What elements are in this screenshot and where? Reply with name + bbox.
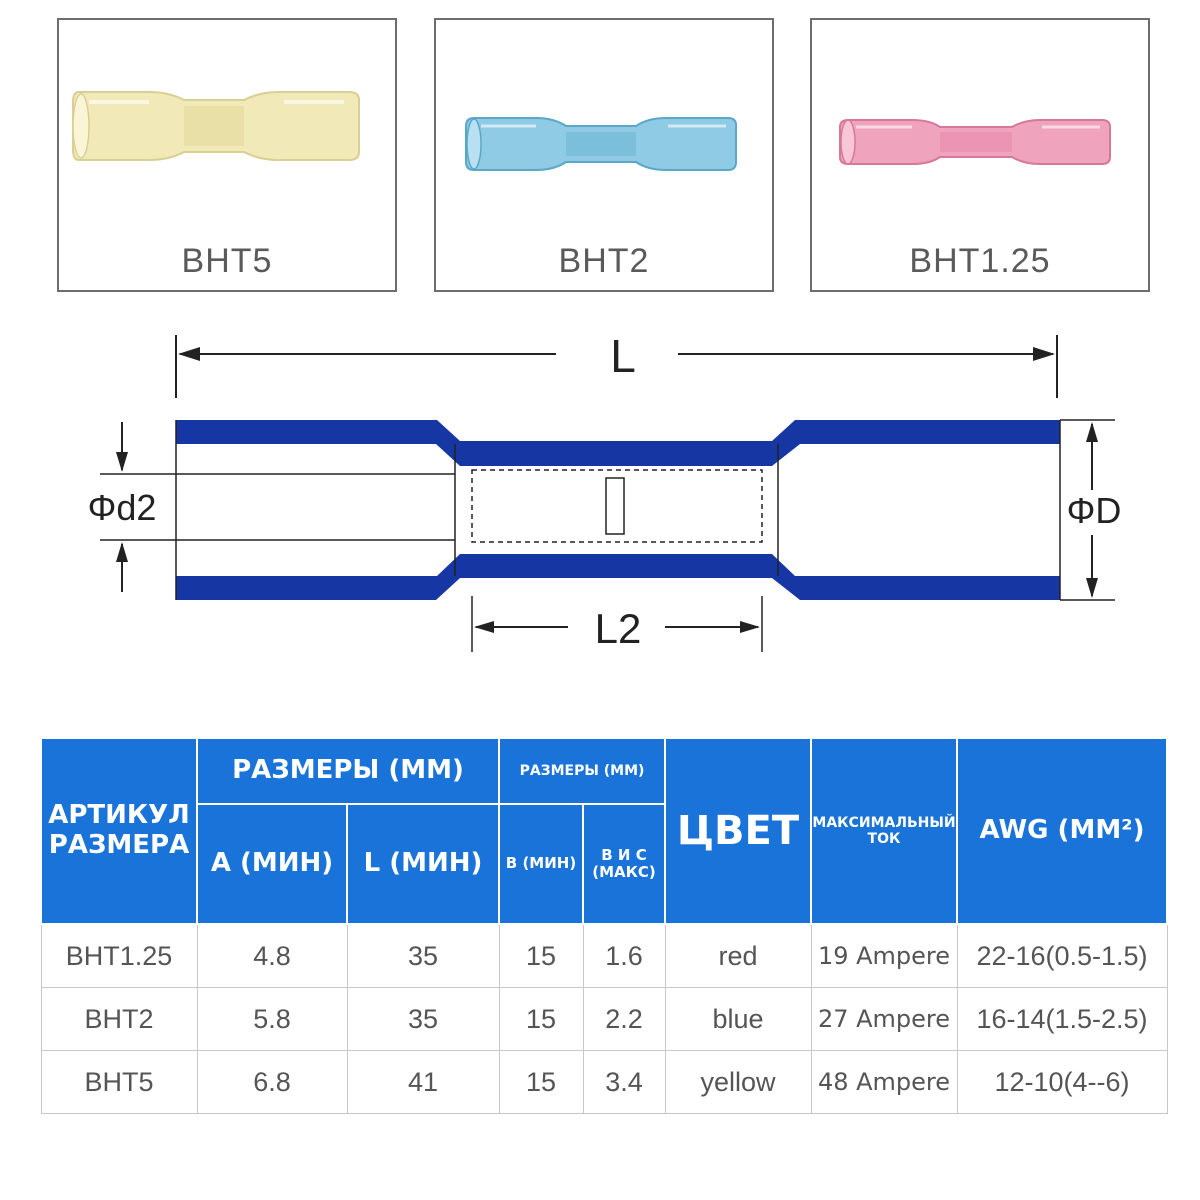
label-D: ΦD: [1067, 490, 1122, 531]
connector-image-bht2: [465, 117, 737, 171]
header-max-current: МАКСИМАЛЬНЫЙ ТОК: [810, 737, 958, 925]
product-card-bht125: BHT1.25: [810, 18, 1150, 292]
arrow-left-icon: [178, 347, 200, 361]
label-L: L: [610, 330, 636, 382]
header-article: АРТИКУЛ РАЗМЕРА: [40, 737, 198, 925]
arrow-down-icon: [1086, 578, 1098, 598]
cell-article: BHT2: [40, 987, 198, 1051]
cell-l: 41: [346, 1050, 500, 1114]
product-label: BHT2: [558, 242, 650, 280]
arrow-right-icon: [740, 621, 760, 633]
header-awg: AWG (ММ²): [956, 737, 1168, 925]
inner-barrel: [471, 469, 763, 543]
header-dims-small: РАЗМЕРЫ (ММ): [498, 737, 666, 805]
cell-l: 35: [346, 923, 500, 988]
cell-b: 15: [498, 923, 584, 988]
cell-article: BHT1.25: [40, 923, 198, 988]
cell-b: 15: [498, 987, 584, 1051]
header-a-min: A (МИН): [196, 803, 348, 925]
header-bic-max: B И C (МАКС): [582, 803, 666, 925]
wire-stop: [605, 477, 625, 535]
product-label: BHT5: [181, 242, 273, 280]
cell-current: 48 Ampere: [810, 1050, 958, 1114]
cell-bc: 2.2: [582, 987, 666, 1051]
product-label: BHT1.25: [909, 242, 1051, 280]
cell-article: BHT5: [40, 1050, 198, 1114]
spec-table: АРТИКУЛ РАЗМЕРА РАЗМЕРЫ (ММ) РАЗМЕРЫ (ММ…: [40, 737, 1168, 1114]
arrow-up-icon: [1086, 422, 1098, 442]
table-row: BHT1.25 4.8 35 15 1.6 red 19 Ampere 22-1…: [40, 923, 1168, 988]
arrow-right-icon: [1033, 347, 1055, 361]
cell-bc: 1.6: [582, 923, 666, 988]
cell-bc: 3.4: [582, 1050, 666, 1114]
header-l-min: L (МИН): [346, 803, 500, 925]
cell-current: 19 Ampere: [810, 923, 958, 988]
connector-image-bht125: [839, 119, 1111, 165]
header-b-min: B (МИН): [498, 803, 584, 925]
arrow-left-icon: [474, 621, 494, 633]
header-dims: РАЗМЕРЫ (ММ): [196, 737, 500, 805]
product-card-bht5: BHT5: [57, 18, 397, 292]
cell-a: 4.8: [196, 923, 348, 988]
cell-awg: 12-10(4--6): [956, 1050, 1168, 1114]
cell-l: 35: [346, 987, 500, 1051]
label-L2: L2: [595, 605, 642, 652]
cell-color: blue: [664, 987, 812, 1051]
product-card-bht2: BHT2: [434, 18, 774, 292]
cell-awg: 22-16(0.5-1.5): [956, 923, 1168, 988]
arrow-up-icon: [116, 542, 128, 562]
cell-color: yellow: [664, 1050, 812, 1114]
arrow-down-icon: [116, 452, 128, 472]
table-row: BHT2 5.8 35 15 2.2 blue 27 Ampere 16-14(…: [40, 987, 1168, 1051]
cell-current: 27 Ampere: [810, 987, 958, 1051]
connector-bottom-wall: [176, 554, 1060, 600]
cell-a: 6.8: [196, 1050, 348, 1114]
connector-image-bht5: [72, 91, 360, 161]
cell-awg: 16-14(1.5-2.5): [956, 987, 1168, 1051]
dimension-diagram: L Φd2 ΦD L2: [88, 330, 1122, 652]
connector-top-wall: [176, 420, 1060, 466]
cell-a: 5.8: [196, 987, 348, 1051]
cell-color: red: [664, 923, 812, 988]
label-d2: Φd2: [88, 487, 157, 528]
cell-b: 15: [498, 1050, 584, 1114]
header-color: ЦВЕТ: [664, 737, 812, 925]
table-row: BHT5 6.8 41 15 3.4 yellow 48 Ampere 12-1…: [40, 1050, 1168, 1114]
